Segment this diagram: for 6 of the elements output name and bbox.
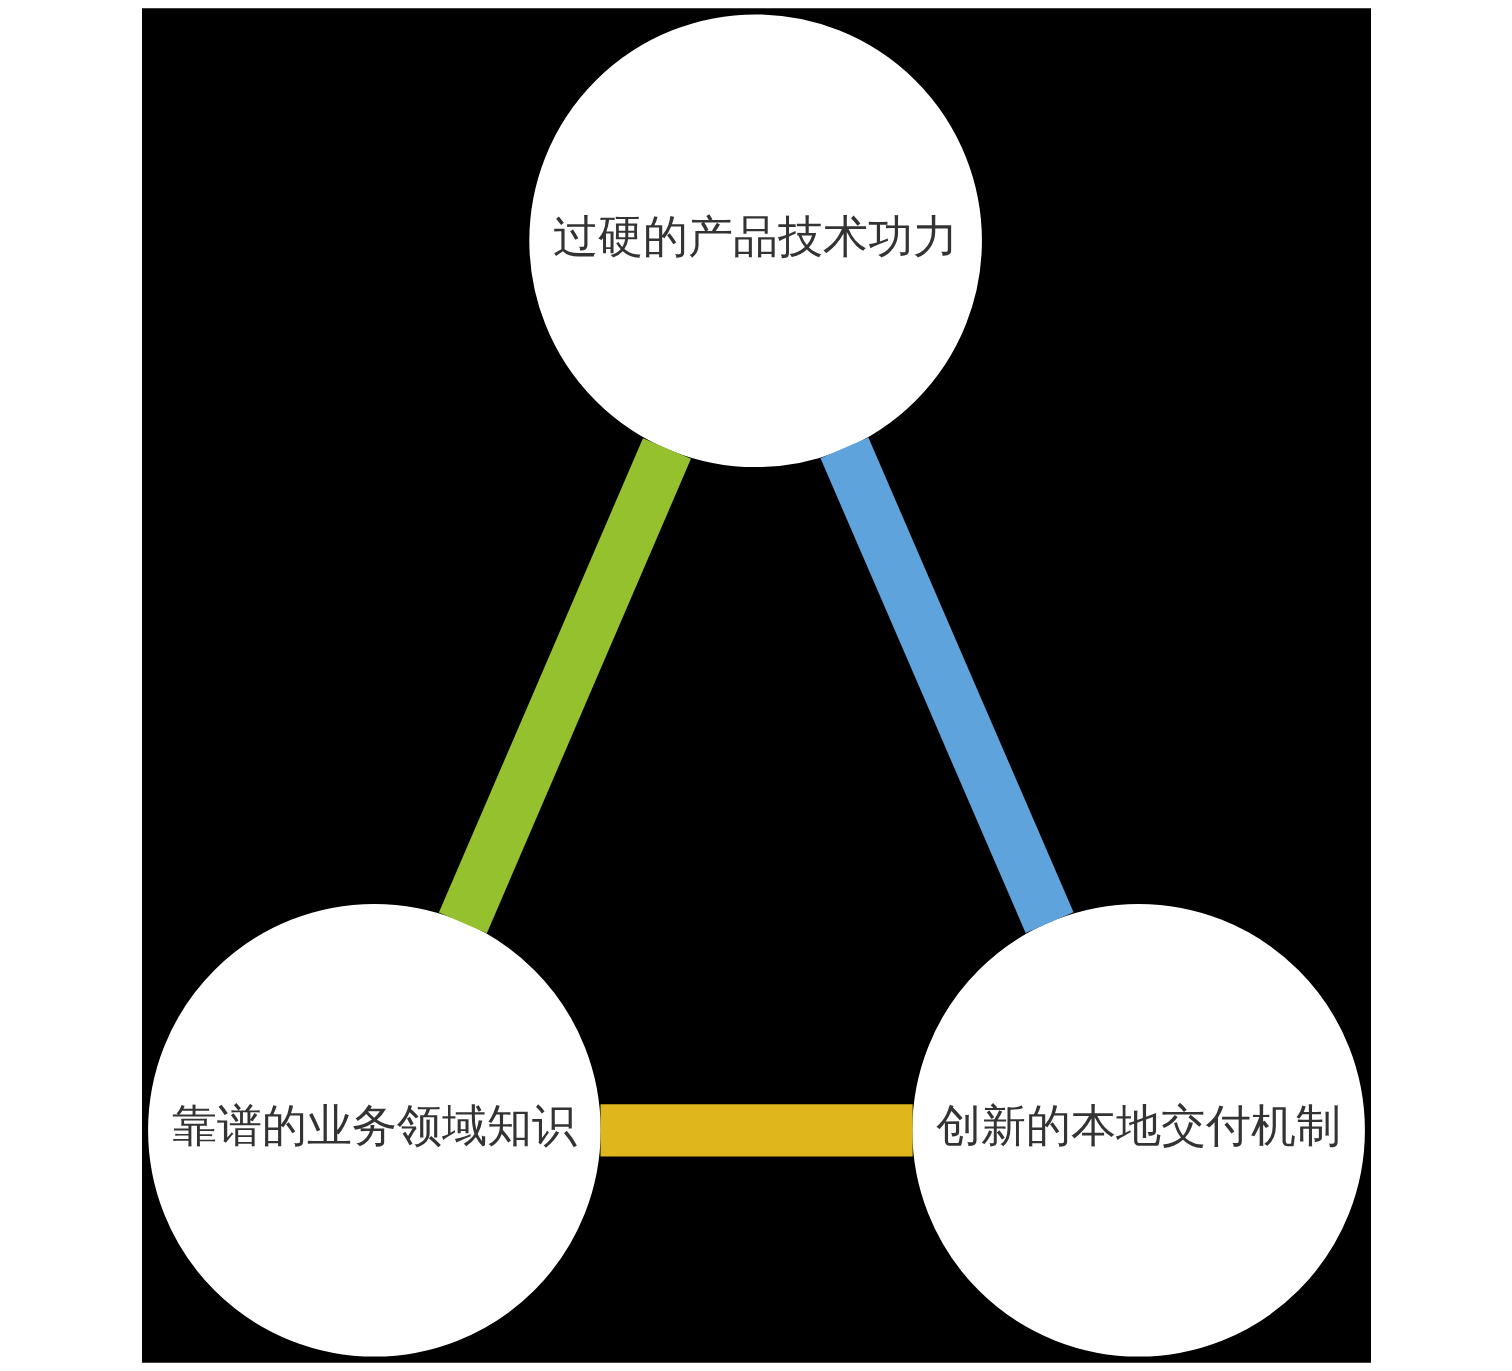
node-circle: 过硬的产品技术功力	[528, 14, 982, 468]
connector	[600, 1104, 913, 1157]
node-circle: 创新的本地交付机制	[911, 903, 1365, 1357]
node-circle: 靠谱的业务领域知识	[147, 903, 601, 1357]
connector	[820, 437, 1074, 933]
connector	[438, 438, 691, 934]
